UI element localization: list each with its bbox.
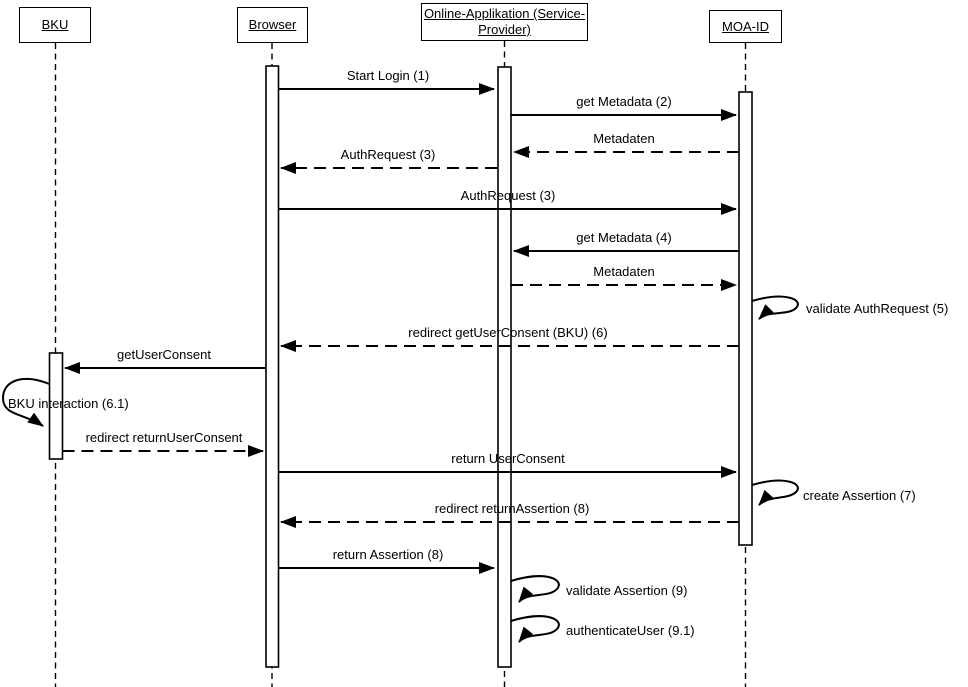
message-label-metadaten-1: Metadaten <box>593 131 655 146</box>
message-label-get-metadata-2: get Metadata (2) <box>576 94 672 109</box>
actor-moa-id: MOA-ID <box>709 10 782 43</box>
message-label-getuserconsent: getUserConsent <box>117 347 211 362</box>
message-label-return-userconsent: return UserConsent <box>451 451 565 466</box>
actor-moa-id-label: MOA-ID <box>722 18 769 34</box>
message-label-get-metadata-4: get Metadata (4) <box>576 230 672 245</box>
self-arrow-validate-assertion <box>510 575 560 603</box>
activation-browser <box>265 65 280 668</box>
message-label-redirect-returnassertion: redirect returnAssertion (8) <box>434 501 590 516</box>
actor-browser-label: Browser <box>248 17 297 32</box>
activation-online-applikation <box>497 66 512 668</box>
actor-online-applikation-label-line2: Provider) <box>478 22 531 37</box>
actor-online-applikation-label-line1: Online-Applikation (Service- <box>423 6 586 21</box>
message-label-redirect-getuserconsent: redirect getUserConsent (BKU) (6) <box>408 325 608 340</box>
activation-bku <box>48 352 64 460</box>
self-arrow-authenticateuser <box>510 615 560 643</box>
message-label-redirect-returnuserconsent: redirect returnUserConsent <box>85 430 243 445</box>
self-arrow-validate-authrequest <box>751 295 799 320</box>
message-label-return-assertion: return Assertion (8) <box>332 547 444 562</box>
message-label-create-assertion: create Assertion (7) <box>803 488 916 503</box>
actor-bku-label: BKU <box>41 17 69 32</box>
actor-browser: Browser <box>237 7 308 43</box>
message-label-validate-authrequest: validate AuthRequest (5) <box>806 301 949 316</box>
message-label-authenticateuser: authenticateUser (9.1) <box>566 623 695 638</box>
message-label-start-login: Start Login (1) <box>346 68 430 83</box>
message-label-authrequest-3-return: AuthRequest (3) <box>340 147 436 162</box>
actor-bku: BKU <box>19 7 91 43</box>
message-label-bku-interaction: BKU interaction (6.1) <box>8 396 129 411</box>
activation-moa-id <box>738 91 753 546</box>
self-arrow-create-assertion <box>751 479 799 506</box>
actor-online-applikation: Online-Applikation (Service- Provider) <box>421 3 588 41</box>
message-label-authrequest-3-forward: AuthRequest (3) <box>460 188 556 203</box>
message-label-metadaten-2: Metadaten <box>593 264 655 279</box>
message-label-validate-assertion: validate Assertion (9) <box>566 583 688 598</box>
self-arrow-bku-interaction <box>1 377 50 427</box>
